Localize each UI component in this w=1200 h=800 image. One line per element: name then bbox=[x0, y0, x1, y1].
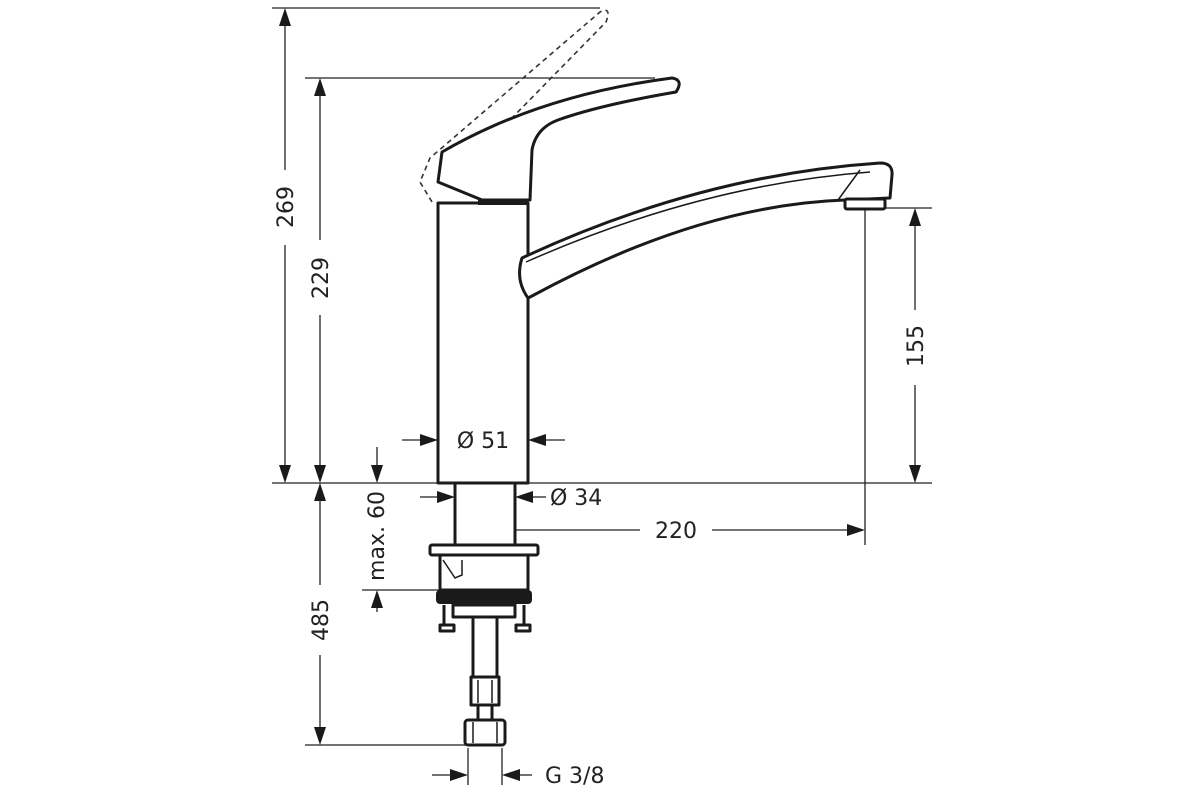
spout bbox=[518, 161, 894, 300]
dimension-diameter-34: Ø 34 bbox=[420, 486, 602, 511]
shank bbox=[453, 481, 517, 547]
dimension-269: 269 bbox=[274, 8, 299, 483]
mounting-bolt-right bbox=[514, 605, 532, 633]
arrowhead bbox=[502, 769, 520, 781]
arrowhead bbox=[847, 524, 865, 536]
arrowhead bbox=[279, 8, 291, 26]
arrowhead bbox=[909, 208, 921, 226]
mounting-collar bbox=[438, 553, 530, 592]
mounting-bolt-left bbox=[438, 605, 456, 633]
connection-nut bbox=[463, 718, 507, 747]
dimension-label-485: 485 bbox=[309, 599, 334, 641]
body-collar-band bbox=[478, 199, 528, 205]
dimension-label-269: 269 bbox=[274, 186, 299, 228]
faucet-body bbox=[436, 201, 530, 485]
arrowhead bbox=[314, 78, 326, 96]
arrowhead bbox=[528, 434, 546, 446]
arrowhead bbox=[437, 491, 455, 503]
raised-handle-outline bbox=[419, 9, 609, 203]
dimension-label-220: 220 bbox=[655, 519, 697, 544]
extension-lines bbox=[272, 7, 932, 785]
arrowhead bbox=[371, 590, 383, 608]
dimension-label-155: 155 bbox=[904, 325, 929, 367]
dimension-220: 220 bbox=[484, 518, 865, 545]
lever-handle bbox=[436, 76, 681, 202]
dimension-label-max-60: max. 60 bbox=[365, 491, 390, 581]
dimension-155: 155 bbox=[904, 208, 929, 483]
dimension-485: 485 bbox=[309, 483, 334, 745]
arrowhead bbox=[314, 465, 326, 483]
hose-crimp bbox=[469, 675, 501, 707]
aerator bbox=[843, 197, 887, 211]
arrowhead bbox=[371, 465, 383, 483]
arrowhead bbox=[314, 727, 326, 745]
arrowhead bbox=[314, 483, 326, 501]
arrowhead bbox=[279, 465, 291, 483]
arrowhead bbox=[909, 465, 921, 483]
dimension-label-229: 229 bbox=[309, 257, 334, 299]
dimension-label-diameter-51: Ø 51 bbox=[457, 429, 509, 454]
dimension-label-diameter-34: Ø 34 bbox=[550, 486, 602, 511]
arrowhead bbox=[515, 491, 533, 503]
mounting-assembly bbox=[428, 481, 540, 747]
dimension-g-3-8: G 3/8 bbox=[432, 764, 604, 789]
arrowhead bbox=[450, 769, 468, 781]
supply-pipe bbox=[471, 615, 499, 679]
gasket-band bbox=[436, 590, 532, 604]
arrowhead bbox=[420, 434, 438, 446]
dimension-max-60: max. 60 bbox=[365, 447, 390, 612]
dimension-229: 229 bbox=[309, 78, 334, 483]
dimension-label-g-3-8: G 3/8 bbox=[545, 764, 604, 789]
dimension-diameter-51: Ø 51 bbox=[402, 429, 565, 454]
